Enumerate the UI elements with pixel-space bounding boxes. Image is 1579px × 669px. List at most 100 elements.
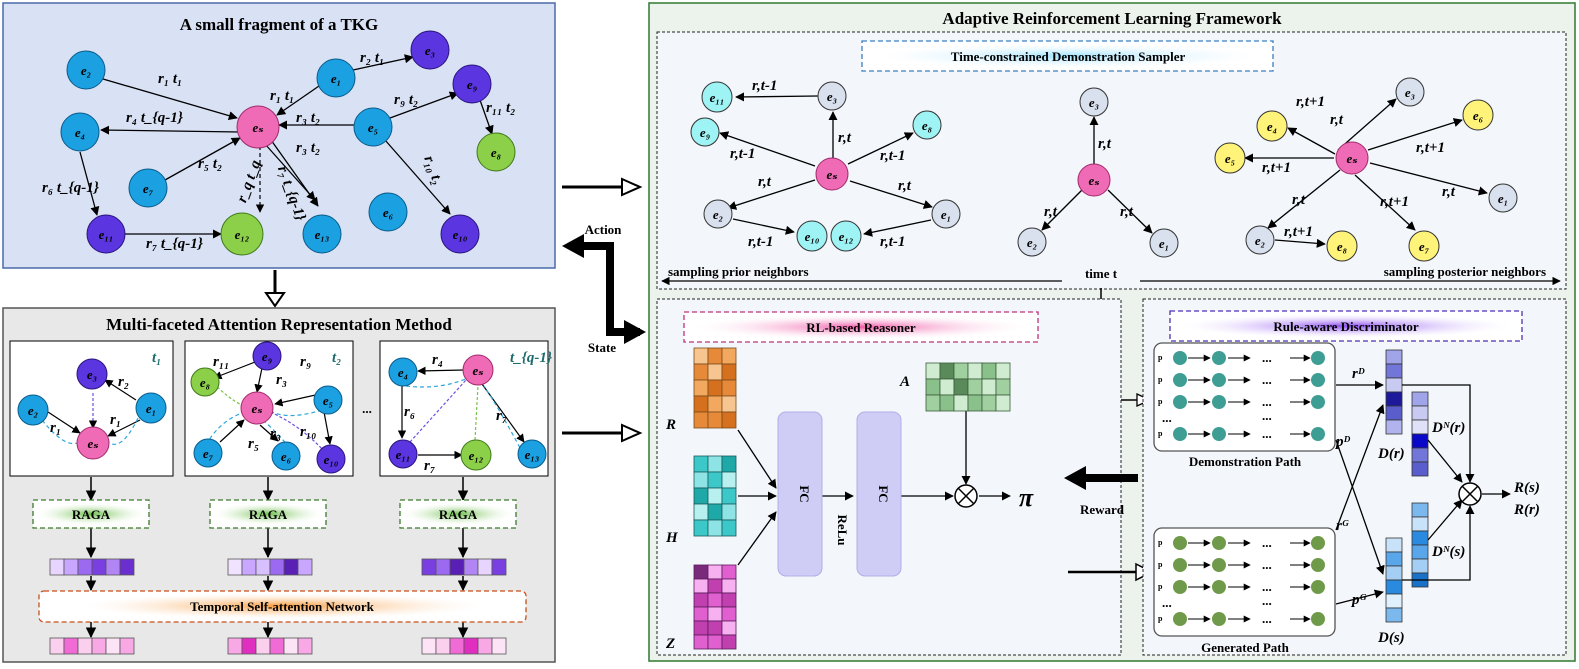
svg-text:eₛ: eₛ bbox=[1089, 173, 1100, 188]
svg-text:r,t: r,t bbox=[1044, 204, 1058, 220]
svg-text:rᴰ: rᴰ bbox=[1352, 366, 1365, 382]
svg-text:e₂: e₂ bbox=[81, 63, 91, 78]
node-e1: e₁ bbox=[316, 58, 356, 98]
svg-text:eₛ: eₛ bbox=[827, 167, 838, 182]
edge-label: r₁ t₁ bbox=[158, 71, 182, 87]
svg-text:e₁₀: e₁₀ bbox=[324, 452, 339, 467]
svg-text:e₁₀: e₁₀ bbox=[805, 229, 820, 244]
node-e12: e₁₂ bbox=[220, 212, 264, 256]
svg-text:eₛ: eₛ bbox=[253, 120, 264, 135]
svg-text:p: p bbox=[1158, 538, 1163, 547]
svg-text:r,t-1: r,t-1 bbox=[880, 148, 905, 164]
svg-text:e₈: e₈ bbox=[1337, 239, 1347, 254]
svg-text:e₁₃: e₁₃ bbox=[315, 227, 330, 242]
svg-text:eₛ: eₛ bbox=[1347, 151, 1358, 166]
panel-ellipsis: ... bbox=[362, 401, 372, 416]
svg-text:...: ... bbox=[1262, 408, 1272, 423]
svg-text:e₉: e₉ bbox=[262, 349, 273, 364]
svg-text:e₅: e₅ bbox=[1225, 151, 1235, 166]
node-es: eₛ bbox=[236, 105, 280, 149]
reward-label: Reward bbox=[1080, 502, 1125, 517]
svg-text:e₈: e₈ bbox=[922, 118, 932, 133]
relu-label: ReLu bbox=[835, 514, 850, 545]
dns-label: Dᴺ(s) bbox=[1431, 544, 1465, 560]
svg-text:p: p bbox=[1158, 375, 1163, 384]
gen-path-label: Generated Path bbox=[1201, 640, 1290, 655]
edge-label: r₃ t₂ bbox=[296, 110, 320, 126]
svg-text:e₁: e₁ bbox=[1159, 236, 1169, 251]
node-e7: e₇ bbox=[128, 168, 168, 208]
ds-vector bbox=[1385, 537, 1403, 623]
node-e10: e₁₀ bbox=[440, 214, 480, 254]
svg-text:r,t-1: r,t-1 bbox=[880, 234, 905, 250]
svg-text:e₅: e₅ bbox=[323, 393, 333, 408]
svg-text:p: p bbox=[1158, 560, 1163, 569]
raga-block: RAGA RAGA RAGA bbox=[32, 499, 517, 529]
disc-title: Rule-aware Discriminator bbox=[1273, 319, 1418, 334]
tkg-panel: A small fragment of a TKG r₁ t₁ r₂ t₁ r₁… bbox=[2, 2, 556, 269]
svg-text:e₁₂: e₁₂ bbox=[469, 448, 484, 463]
svg-text:...: ... bbox=[1162, 595, 1172, 610]
svg-text:...: ... bbox=[1262, 372, 1272, 387]
dnr-vector bbox=[1411, 391, 1429, 477]
svg-text:r₇: r₇ bbox=[424, 458, 435, 474]
svg-text:...: ... bbox=[1262, 350, 1272, 365]
svg-text:r,t: r,t bbox=[1330, 112, 1344, 128]
arl-panel: Adaptive Reinforcement Learning Framewor… bbox=[648, 2, 1576, 662]
matrix-Z bbox=[693, 564, 737, 650]
matrix-A-label: A bbox=[899, 374, 910, 390]
svg-text:r₉: r₉ bbox=[300, 354, 311, 370]
svg-text:r₁₁: r₁₁ bbox=[213, 354, 229, 370]
svg-text:e₃: e₃ bbox=[827, 89, 837, 104]
multiply-icon bbox=[954, 484, 978, 508]
node-e2: e₂ bbox=[66, 50, 106, 90]
multiply-icon bbox=[1458, 482, 1482, 506]
svg-text:...: ... bbox=[1262, 426, 1272, 441]
rs-label: R(s) bbox=[1513, 480, 1540, 496]
svg-text:e₁₁: e₁₁ bbox=[99, 227, 114, 242]
matrix-R-label: R bbox=[665, 417, 676, 433]
node-e9: e₉ bbox=[452, 64, 492, 104]
svg-text:pᴰ: pᴰ bbox=[1334, 434, 1351, 450]
svg-text:r₂: r₂ bbox=[118, 374, 129, 390]
svg-text:rᴳ: rᴳ bbox=[1336, 518, 1349, 534]
node-e6: e₆ bbox=[368, 192, 408, 232]
svg-text:e₂: e₂ bbox=[28, 403, 38, 418]
svg-text:...: ... bbox=[1262, 593, 1272, 608]
svg-text:e₃: e₃ bbox=[425, 43, 435, 58]
edge-label: r₁₁ t₂ bbox=[486, 100, 515, 116]
svg-text:e₆: e₆ bbox=[281, 449, 292, 464]
svg-text:e₄: e₄ bbox=[398, 365, 408, 380]
mar-panel: Multi-faceted Attention Representation M… bbox=[2, 307, 556, 663]
tsan-label: Temporal Self-attention Network bbox=[190, 599, 374, 614]
svg-text:e₇: e₇ bbox=[1419, 239, 1430, 254]
svg-text:p: p bbox=[1158, 582, 1163, 591]
output-vectors bbox=[49, 637, 507, 655]
svg-text:r,t: r,t bbox=[1120, 204, 1134, 220]
arl-title: Adaptive Reinforcement Learning Framewor… bbox=[942, 9, 1282, 28]
svg-text:r,t: r,t bbox=[838, 130, 852, 146]
svg-text:p: p bbox=[1158, 397, 1163, 406]
svg-text:e₁: e₁ bbox=[941, 207, 951, 222]
svg-text:e₁: e₁ bbox=[1498, 191, 1508, 206]
svg-text:r₅: r₅ bbox=[248, 436, 259, 452]
svg-text:...: ... bbox=[1262, 535, 1272, 550]
svg-text:e₁: e₁ bbox=[331, 71, 341, 86]
svg-text:r,t+1: r,t+1 bbox=[1416, 140, 1445, 156]
svg-text:r₁: r₁ bbox=[110, 412, 121, 428]
svg-text:eₛ: eₛ bbox=[473, 363, 484, 378]
svg-text:r,t-1: r,t-1 bbox=[730, 146, 755, 162]
svg-text:...: ... bbox=[1262, 557, 1272, 572]
svg-text:e₂: e₂ bbox=[713, 207, 723, 222]
raga-label: RAGA bbox=[439, 507, 478, 522]
edge-label: r₂ t₁ bbox=[360, 50, 384, 66]
demo-path-rows: ............ ...... pp pp bbox=[1158, 350, 1325, 441]
dr-label: D(r) bbox=[1377, 446, 1405, 462]
svg-text:r,t+1: r,t+1 bbox=[1296, 94, 1325, 110]
svg-text:e₁₀: e₁₀ bbox=[453, 227, 468, 242]
panel-time-label: t₁ bbox=[152, 350, 161, 366]
svg-text:e₁₃: e₁₃ bbox=[525, 447, 540, 462]
fc-label: FC bbox=[797, 485, 812, 502]
svg-text:e₄: e₄ bbox=[1267, 119, 1277, 134]
matrix-Z-label: Z bbox=[665, 636, 675, 652]
